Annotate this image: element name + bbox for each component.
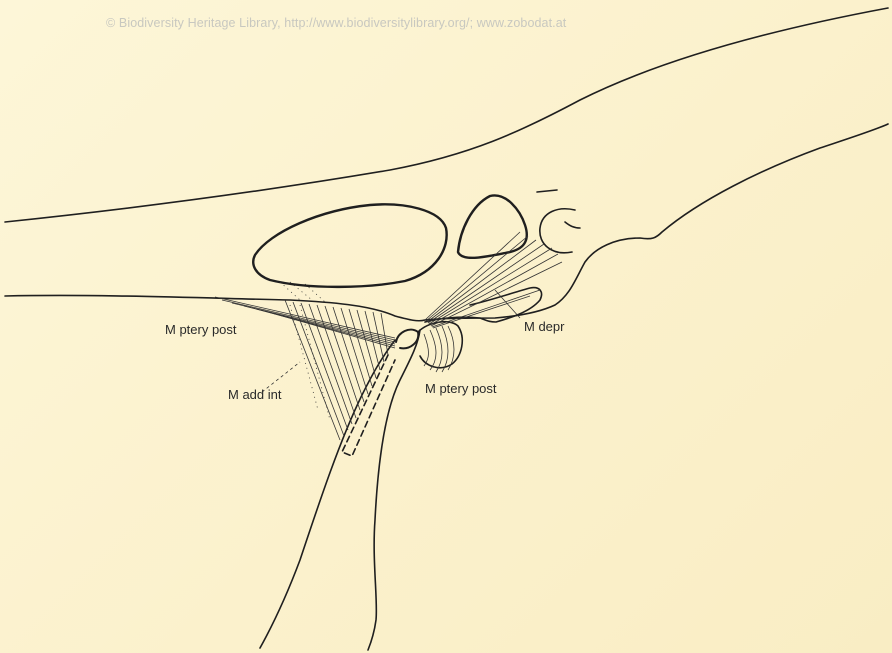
label-depr: M depr: [524, 319, 564, 334]
skull-upper-outline: [5, 8, 888, 222]
label-madd-int: M add int: [228, 387, 281, 402]
muscle-add-int: [280, 282, 388, 440]
quadrate-hook: [425, 288, 542, 322]
c-opening: [540, 209, 575, 253]
articular-condyle: [396, 330, 418, 349]
label-ptery-post-right: M ptery post: [425, 381, 497, 396]
label-ptery-post-left: M ptery post: [165, 322, 237, 337]
orbit-fenestra: [253, 204, 446, 286]
skull-lower-outline: [5, 124, 888, 321]
temporal-fenestra: [458, 195, 527, 257]
